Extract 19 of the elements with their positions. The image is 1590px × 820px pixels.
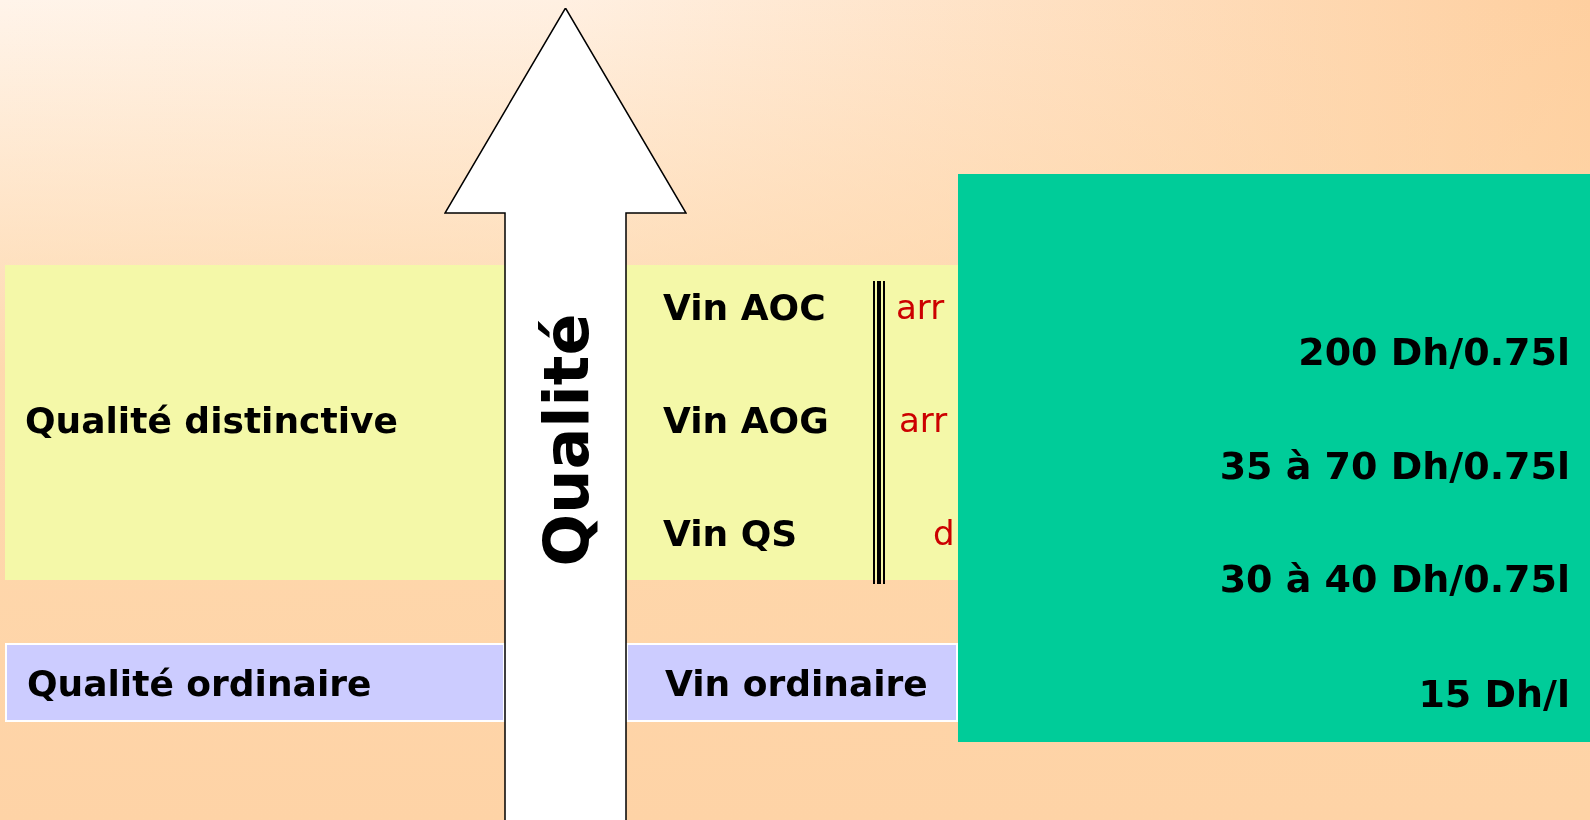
price-label: 35 à 70 Dh/0.75l [1219,444,1570,488]
price-panel [958,174,1590,742]
wine-label: Vin QS [663,513,798,554]
axis-title: Qualité [529,313,602,567]
price-label: 200 Dh/0.75l [1298,330,1570,374]
note-text: arr [899,400,948,440]
note-text: d [933,513,955,553]
quality-label: Qualité ordinaire [27,663,372,704]
wine-label: Vin AOG [663,400,829,441]
wine-label: Vin ordinaire [665,663,928,704]
wine-category-band [626,643,958,722]
price-label: 30 à 40 Dh/0.75l [1219,557,1570,601]
quality-band [5,643,505,722]
wine-label: Vin AOC [663,287,826,328]
note-text: arr [896,287,945,327]
price-label: 15 Dh/l [1418,672,1570,716]
quality-label: Qualité distinctive [25,400,398,441]
quality-band [5,265,505,580]
wine-category-band [626,265,958,580]
